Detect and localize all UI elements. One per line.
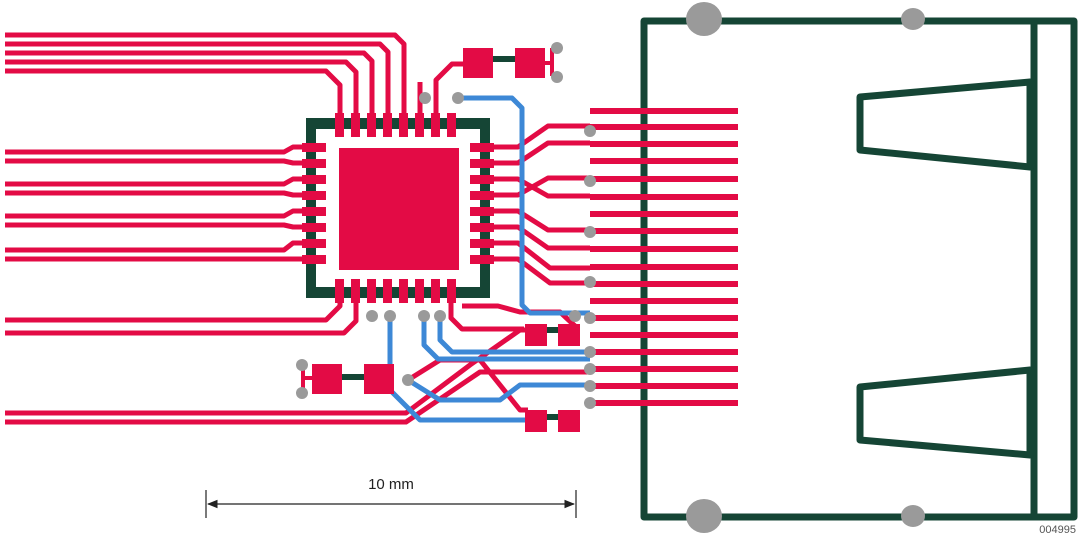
trace-right-pair-2b [492,175,590,198]
ic-pads-top [335,113,456,137]
trace-bottom-left-1 [5,301,343,323]
capacitor-left [301,364,394,394]
capacitor-mid [525,324,580,346]
connector-pins [590,108,738,406]
vias [296,42,596,409]
red-traces [5,32,590,425]
blue-trace-2 [437,316,590,355]
trace-right-pair-3b [492,224,590,251]
trace-right-pair-4b [492,256,590,286]
trace-top-2 [5,41,391,115]
trace-right-pair-1b [492,140,590,166]
mount-hole-bottom-left [686,499,722,533]
scale-label: 10 mm [368,476,414,493]
trace-left-pair-4a [5,240,304,253]
trace-left-pair-2a [5,176,304,187]
trace-bottom-left-2 [5,301,359,336]
ic-exposed-pad [339,148,459,270]
trace-top-4 [5,59,359,115]
ic-pads-right [470,143,494,264]
trace-bottom-right-2 [462,303,577,328]
trace-bottom-long-2 [5,369,590,425]
scale-bar: 10 mm [205,476,577,518]
trace-left-pair-1a [5,144,304,155]
blue-trace-top [458,95,590,316]
mount-hole-top-right [901,8,925,30]
trace-bottom-right-1 [448,301,524,332]
blue-traces [387,95,590,423]
latch-top [856,78,1034,171]
ic-pads-left [302,143,326,264]
trace-right-pair-1a [492,123,590,150]
mount-hole-top-left [686,2,722,36]
trace-left-pair-1b [5,158,304,166]
blue-trace-4 [406,377,590,403]
trace-right-pair-3a [492,208,590,233]
trace-left-pair-3a [5,208,304,219]
mount-hole-bottom-right [901,505,925,527]
ic-pads-bottom [335,279,456,303]
trace-top-5 [5,68,343,115]
trace-top-1 [5,32,407,115]
blue-trace-1 [421,316,590,362]
blue-trace-3 [387,316,528,423]
capacitor-bottom [525,410,580,432]
connector-mount-holes [686,2,925,533]
latch-bottom [856,366,1034,459]
figure-ref-code: 004995 [1039,524,1076,534]
trace-top-3 [5,50,375,115]
qfn-ic [302,113,494,303]
trace-right-pair-4a [492,240,590,271]
trace-top-7 [433,61,470,115]
trace-left-pair-3b [5,222,304,230]
capacitor-top [463,48,554,78]
trace-left-pair-2b [5,190,304,198]
